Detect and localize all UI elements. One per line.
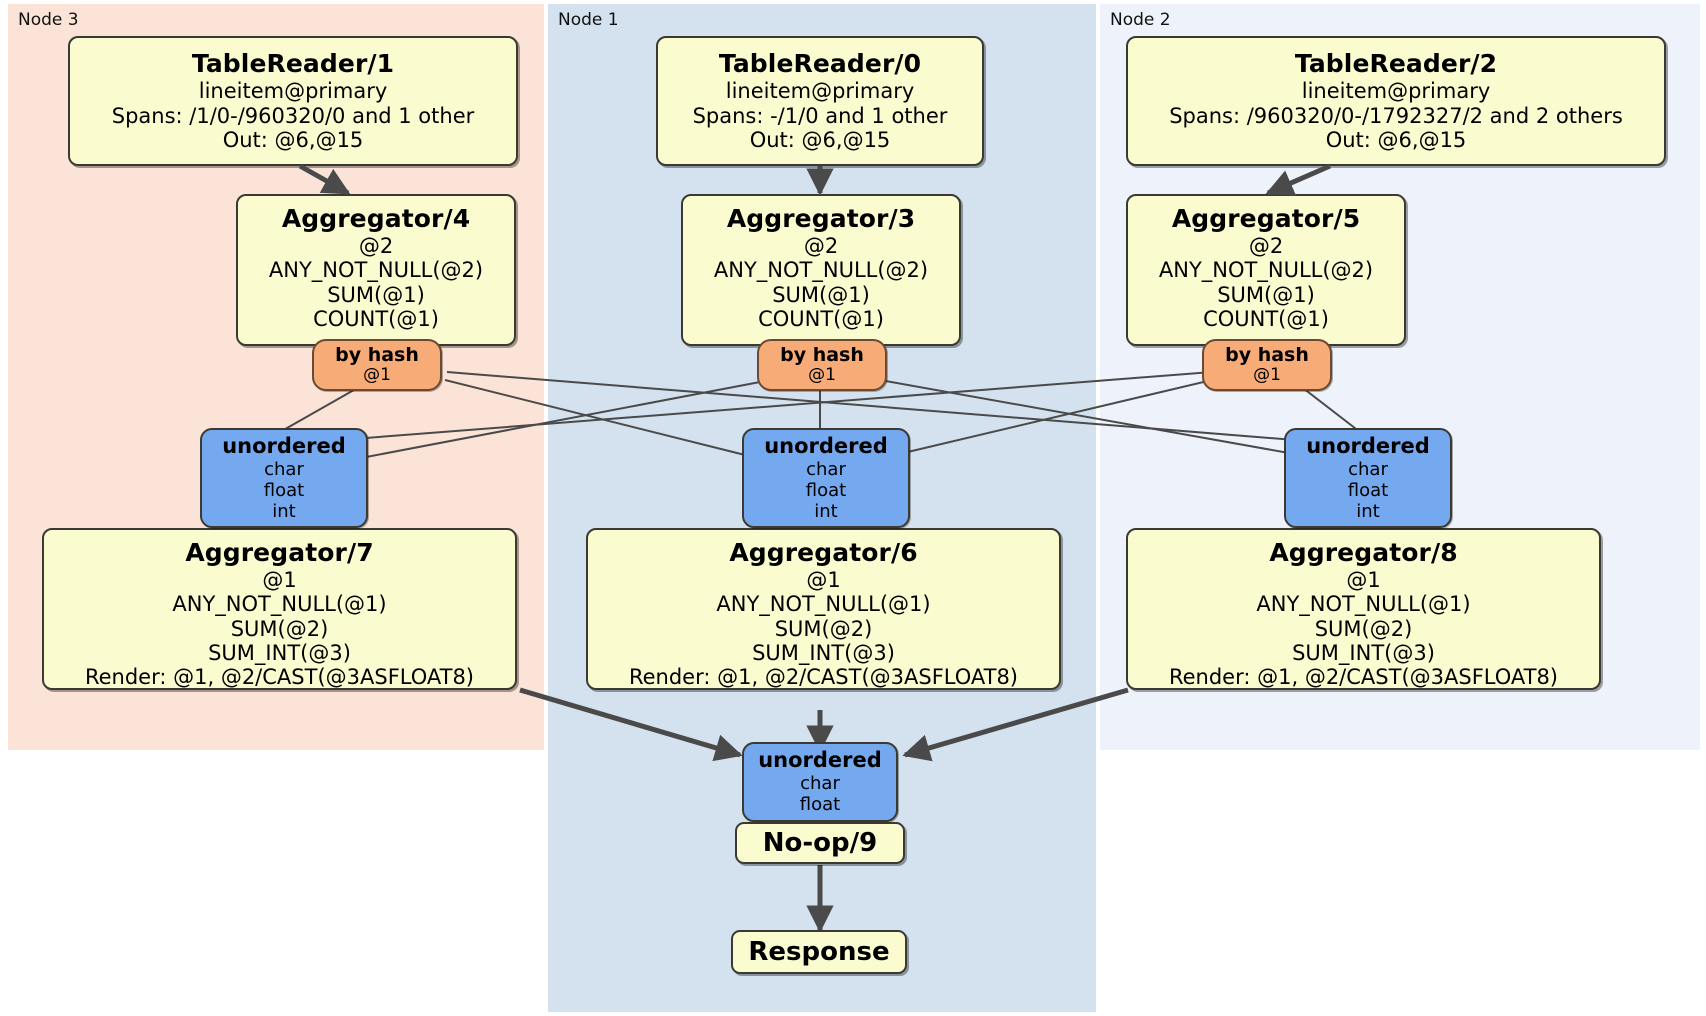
processor-line: @1: [806, 568, 841, 592]
processor-line: Spans: -/1/0 and 1 other: [692, 103, 948, 128]
processor-title: Response: [748, 936, 890, 967]
processor-aggregator-3[interactable]: Aggregator/3 @2 ANY_NOT_NULL(@2) SUM(@1)…: [681, 194, 961, 346]
processor-line: @2: [358, 234, 394, 258]
router-line: int: [814, 500, 838, 522]
router-title: unordered: [758, 747, 882, 772]
processor-line: ANY_NOT_NULL(@2): [713, 258, 929, 283]
router-title: unordered: [222, 433, 346, 458]
router-line: @1: [363, 365, 391, 386]
processor-line: COUNT(@1): [313, 307, 439, 332]
router-hash-left[interactable]: by hash @1: [312, 339, 442, 391]
processor-aggregator-5[interactable]: Aggregator/5 @2 ANY_NOT_NULL(@2) SUM(@1)…: [1126, 194, 1406, 346]
processor-line: ANY_NOT_NULL(@1): [716, 592, 931, 617]
processor-aggregator-7[interactable]: Aggregator/7 @1 ANY_NOT_NULL(@1) SUM(@2)…: [42, 528, 517, 690]
processor-line: @2: [1248, 234, 1284, 258]
processor-line: Render: @1, @2/CAST(@3ASFLOAT8): [1168, 665, 1559, 690]
processor-table-reader-1[interactable]: TableReader/1 lineitem@primary Spans: /1…: [68, 36, 518, 166]
processor-title: Aggregator/6: [729, 538, 918, 567]
processor-line: COUNT(@1): [1203, 307, 1329, 332]
processor-line: Render: @1, @2/CAST(@3ASFLOAT8): [84, 665, 475, 690]
processor-line: Out: @6,@15: [222, 128, 364, 153]
processor-line: SUM(@2): [774, 616, 873, 641]
router-hash-center[interactable]: by hash @1: [757, 339, 887, 391]
processor-line: COUNT(@1): [758, 307, 884, 332]
router-line: float: [799, 794, 841, 816]
processor-line: lineitem@primary: [1301, 79, 1491, 104]
processor-line: Out: @6,@15: [1325, 128, 1467, 153]
processor-line: @1: [262, 568, 297, 592]
processor-line: ANY_NOT_NULL(@1): [1256, 592, 1471, 617]
processor-title: TableReader/1: [191, 49, 395, 79]
router-line: int: [272, 500, 296, 522]
router-title: by hash: [1225, 344, 1309, 367]
processor-table-reader-0[interactable]: TableReader/0 lineitem@primary Spans: -/…: [656, 36, 984, 166]
processor-title: TableReader/2: [1294, 49, 1498, 79]
router-line: char: [264, 458, 304, 480]
router-line: @1: [1253, 365, 1281, 386]
processor-title: TableReader/0: [718, 49, 922, 79]
processor-title: Aggregator/8: [1269, 538, 1458, 567]
processor-line: SUM(@2): [230, 616, 329, 641]
processor-no-op-9[interactable]: No-op/9: [735, 822, 905, 864]
router-line: float: [805, 479, 847, 501]
router-title: unordered: [1306, 433, 1430, 458]
processor-line: SUM_INT(@3): [1292, 641, 1435, 666]
processor-title: Aggregator/4: [281, 204, 471, 233]
router-unordered-left[interactable]: unordered char float int: [200, 428, 368, 528]
processor-line: lineitem@primary: [725, 79, 915, 104]
processor-line: ANY_NOT_NULL(@1): [172, 592, 387, 617]
router-unordered-center[interactable]: unordered char float int: [742, 428, 910, 528]
processor-title: No-op/9: [762, 827, 878, 858]
processor-aggregator-4[interactable]: Aggregator/4 @2 ANY_NOT_NULL(@2) SUM(@1)…: [236, 194, 516, 346]
node-label-node3: Node 3: [18, 10, 79, 30]
processor-line: @2: [803, 234, 839, 258]
processor-line: Out: @6,@15: [749, 128, 891, 153]
processor-response[interactable]: Response: [731, 930, 907, 974]
router-hash-right[interactable]: by hash @1: [1202, 339, 1332, 391]
processor-line: Spans: /960320/0-/1792327/2 and 2 others: [1169, 103, 1623, 128]
router-unordered-right[interactable]: unordered char float int: [1284, 428, 1452, 528]
processor-line: SUM(@1): [1217, 282, 1315, 307]
processor-line: ANY_NOT_NULL(@2): [268, 258, 484, 283]
processor-aggregator-8[interactable]: Aggregator/8 @1 ANY_NOT_NULL(@1) SUM(@2)…: [1126, 528, 1601, 690]
processor-line: Spans: /1/0-/960320/0 and 1 other: [111, 103, 475, 128]
processor-line: SUM(@1): [327, 282, 425, 307]
processor-aggregator-6[interactable]: Aggregator/6 @1 ANY_NOT_NULL(@1) SUM(@2)…: [586, 528, 1061, 690]
processor-table-reader-2[interactable]: TableReader/2 lineitem@primary Spans: /9…: [1126, 36, 1666, 166]
router-title: unordered: [764, 433, 888, 458]
router-title: by hash: [335, 344, 419, 367]
processor-title: Aggregator/5: [1171, 204, 1361, 233]
router-line: @1: [808, 365, 836, 386]
processor-line: Render: @1, @2/CAST(@3ASFLOAT8): [628, 665, 1019, 690]
processor-line: SUM(@1): [772, 282, 870, 307]
processor-title: Aggregator/7: [185, 538, 374, 567]
processor-line: lineitem@primary: [198, 79, 388, 104]
processor-line: ANY_NOT_NULL(@2): [1158, 258, 1374, 283]
router-line: float: [263, 479, 305, 501]
router-line: int: [1356, 500, 1380, 522]
router-line: float: [1347, 479, 1389, 501]
processor-line: SUM_INT(@3): [752, 641, 895, 666]
router-unordered-final[interactable]: unordered char float: [742, 742, 898, 822]
processor-line: SUM_INT(@3): [208, 641, 351, 666]
node-label-node2: Node 2: [1110, 10, 1171, 30]
processor-title: Aggregator/3: [726, 204, 916, 233]
router-line: char: [1348, 458, 1388, 480]
router-title: by hash: [780, 344, 864, 367]
node-label-node1: Node 1: [558, 10, 619, 30]
router-line: char: [806, 458, 846, 480]
processor-line: @1: [1346, 568, 1381, 592]
processor-line: SUM(@2): [1314, 616, 1413, 641]
router-line: char: [800, 773, 840, 795]
